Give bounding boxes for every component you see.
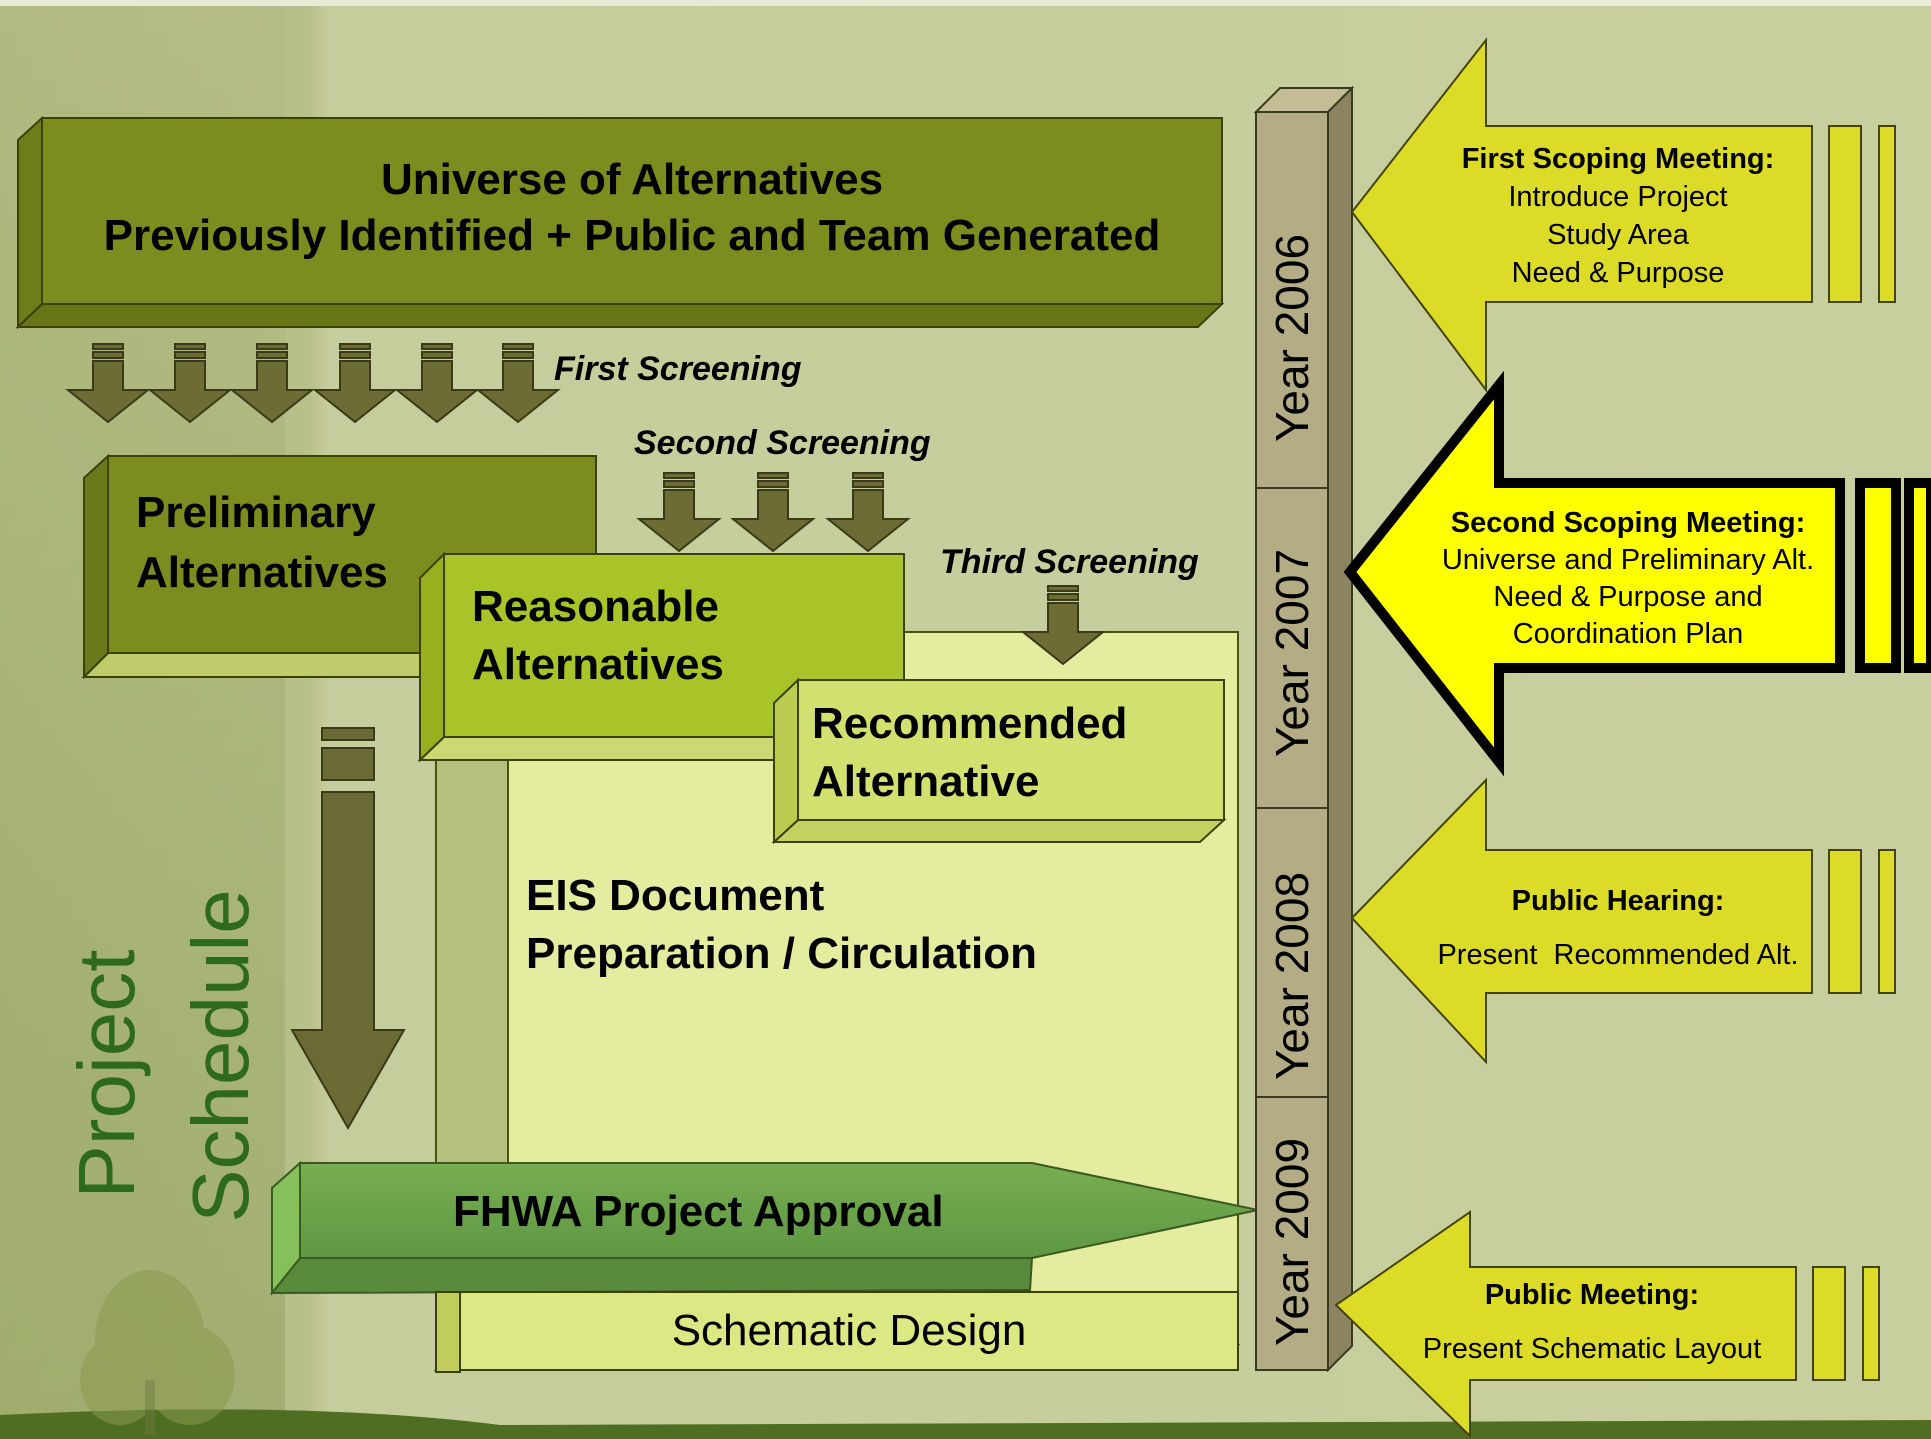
- callout-first-scoping: [1350, 37, 1896, 393]
- background-top-line: [0, 0, 1931, 6]
- universe-line-1: Universe of Alternatives: [380, 155, 884, 204]
- reasonable-line-1: Reasonable: [472, 582, 719, 631]
- second-scoping-line-3: Coordination Plan: [1512, 618, 1744, 650]
- first-scoping-line-3: Need & Purpose: [1511, 257, 1725, 289]
- public-hearing-line-1: Present Recommended Alt.: [1437, 939, 1799, 971]
- second-screening-arrow-1: [636, 472, 722, 553]
- first-screening-arrow-2: [147, 343, 233, 424]
- third-screening-arrow-1: [1020, 585, 1106, 666]
- first-scoping-text: First Scoping Meeting: Introduce Project…: [1398, 140, 1838, 292]
- first-screening-label: First Screening: [554, 350, 802, 388]
- second-screening-arrow-3: [825, 472, 911, 553]
- second-scoping-line-2: Need & Purpose and: [1493, 581, 1763, 613]
- callout-public-meeting: [1334, 1210, 1880, 1439]
- preliminary-line-2: Alternatives: [136, 548, 388, 597]
- third-screening-arrow: [1020, 585, 1106, 666]
- first-screening-arrow-1: [65, 343, 151, 424]
- ground-band: [0, 1409, 1931, 1439]
- second-screening-arrow-2: [730, 472, 816, 553]
- timeline-year-2006: Year 2006: [1266, 233, 1318, 443]
- callout-public-hearing: [1350, 777, 1896, 1065]
- second-screening-arrows: [636, 472, 911, 553]
- recommended-line-1: Recommended: [812, 699, 1128, 748]
- recommended-label: Recommended Alternative: [812, 695, 1127, 811]
- callout-second-scoping: [1343, 370, 1931, 777]
- eis-label: EIS Document Preparation / Circulation: [526, 867, 1037, 983]
- tree-decoration: [80, 1270, 235, 1435]
- first-scoping-line-1: Introduce Project: [1508, 181, 1728, 213]
- public-hearing-title: Public Hearing:: [1511, 885, 1725, 917]
- third-screening-label: Third Screening: [940, 543, 1199, 581]
- first-screening-arrow-5: [394, 343, 480, 424]
- recommended-line-2: Alternative: [812, 757, 1040, 806]
- schematic-label: Schematic Design: [671, 1306, 1027, 1355]
- approval-label: FHWA Project Approval: [453, 1187, 944, 1236]
- second-screening-label: Second Screening: [634, 424, 931, 462]
- preliminary-label: Preliminary Alternatives: [136, 483, 388, 603]
- second-scoping-line-1: Universe and Preliminary Alt.: [1441, 544, 1815, 576]
- second-scoping-text: Second Scoping Meeting: Universe and Pre…: [1398, 505, 1858, 653]
- schedule-title-line-1: Project: [62, 949, 151, 1199]
- approval-arrow: [269, 1160, 1259, 1296]
- schedule-title-line-2: Schedule: [176, 889, 265, 1223]
- timeline-year-2008: Year 2008: [1266, 871, 1318, 1081]
- first-scoping-title: First Scoping Meeting:: [1461, 143, 1775, 175]
- reasonable-line-2: Alternatives: [472, 640, 724, 689]
- first-screening-arrows: [65, 343, 561, 424]
- universe-title: Universe of Alternatives Previously Iden…: [42, 152, 1222, 264]
- eis-line-1: EIS Document: [526, 871, 825, 920]
- universe-line-2: Previously Identified + Public and Team …: [103, 211, 1161, 260]
- schedule-arrow: [290, 727, 406, 1131]
- first-scoping-line-2: Study Area: [1547, 219, 1689, 251]
- recommended-box: [771, 677, 1227, 845]
- eis-line-2: Preparation / Circulation: [526, 929, 1037, 978]
- second-scoping-title: Second Scoping Meeting:: [1450, 507, 1806, 539]
- public-meeting-text: Public Meeting: Present Schematic Layout: [1382, 1268, 1802, 1376]
- public-hearing-text: Public Hearing: Present Recommended Alt.: [1398, 874, 1838, 982]
- universe-box: [15, 115, 1225, 330]
- public-meeting-title: Public Meeting:: [1484, 1279, 1700, 1311]
- reasonable-label: Reasonable Alternatives: [472, 578, 724, 694]
- first-screening-arrow-3: [229, 343, 315, 424]
- schematic-box: [435, 1291, 1239, 1374]
- first-screening-arrow-6: [475, 343, 561, 424]
- timeline-column: [1253, 85, 1355, 1373]
- timeline-year-2007: Year 2007: [1266, 548, 1318, 758]
- public-meeting-line-1: Present Schematic Layout: [1422, 1333, 1762, 1365]
- timeline-year-2009: Year 2009: [1266, 1137, 1318, 1347]
- first-screening-arrow-4: [312, 343, 398, 424]
- preliminary-line-1: Preliminary: [136, 488, 376, 537]
